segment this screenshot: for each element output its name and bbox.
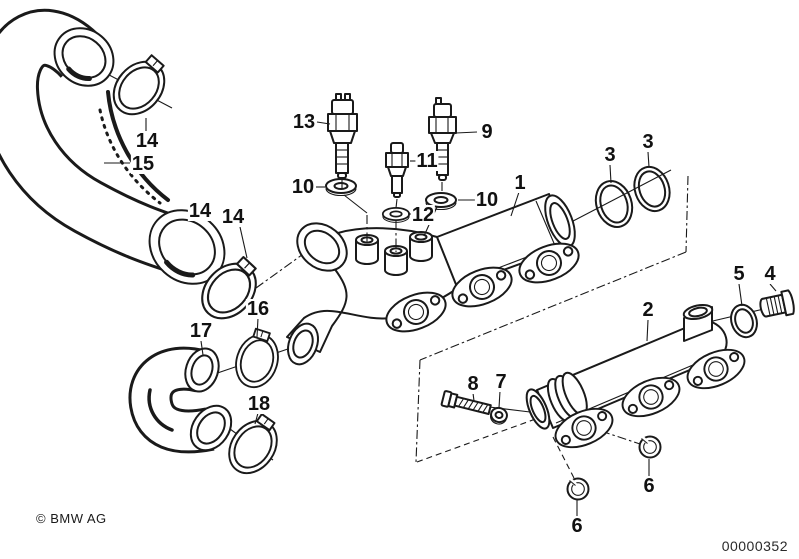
water-pipe-1-drawing — [286, 193, 586, 366]
clamp-14a-drawing — [102, 47, 179, 126]
water-pipe-2-drawing — [525, 303, 752, 456]
washer-12-drawing — [381, 206, 411, 224]
hose-17-drawing — [128, 346, 233, 454]
sealing-ring-5-drawing — [730, 303, 758, 339]
part-callout-8[interactable]: 8 — [466, 373, 480, 395]
part-callout-15[interactable]: 15 — [130, 153, 156, 175]
part-callout-3[interactable]: 3 — [603, 144, 617, 166]
part-callout-18[interactable]: 18 — [246, 393, 272, 415]
part-callout-10[interactable]: 10 — [474, 189, 500, 211]
sensor-9-drawing — [428, 97, 457, 181]
part-callout-16[interactable]: 16 — [245, 298, 271, 320]
part-callout-17[interactable]: 17 — [188, 320, 214, 342]
sensor-boss — [409, 231, 433, 262]
document-number: 00000352 — [721, 538, 788, 554]
o-ring-3-left-drawing — [594, 180, 634, 228]
part-callout-6[interactable]: 6 — [642, 475, 656, 497]
plug-4-drawing — [759, 289, 795, 318]
part-callout-11[interactable]: 11 — [415, 150, 439, 172]
part-callout-3[interactable]: 3 — [641, 131, 655, 153]
part-callout-14[interactable]: 14 — [187, 200, 213, 222]
part-callout-13[interactable]: 13 — [291, 111, 317, 133]
washer-10-left-drawing — [325, 178, 357, 197]
part-callout-14[interactable]: 14 — [134, 130, 160, 152]
part-callout-2[interactable]: 2 — [641, 299, 655, 321]
copyright-text: © BMW AG — [36, 511, 107, 526]
part-callout-6[interactable]: 6 — [570, 515, 584, 537]
bolt-8-drawing — [440, 390, 492, 416]
part-callout-7[interactable]: 7 — [494, 371, 508, 393]
part-callout-9[interactable]: 9 — [480, 121, 494, 143]
part-callout-5[interactable]: 5 — [732, 263, 746, 285]
part-callout-12[interactable]: 12 — [410, 204, 436, 226]
leader-lines — [104, 118, 777, 516]
lock-ring-6b-drawing — [565, 476, 591, 502]
o-ring-3-right-drawing — [633, 165, 671, 213]
sensor-boss — [384, 245, 408, 276]
lock-ring-6a-drawing — [637, 434, 663, 460]
part-callout-10[interactable]: 10 — [290, 176, 316, 198]
nut-7-drawing — [490, 406, 508, 425]
part-callout-4[interactable]: 4 — [763, 263, 777, 285]
sensor-11-drawing — [385, 142, 409, 198]
hose-15-drawing — [0, 8, 226, 285]
part-callout-1[interactable]: 1 — [513, 172, 527, 194]
part-callout-14[interactable]: 14 — [220, 206, 246, 228]
sensor-13-drawing — [327, 93, 358, 179]
